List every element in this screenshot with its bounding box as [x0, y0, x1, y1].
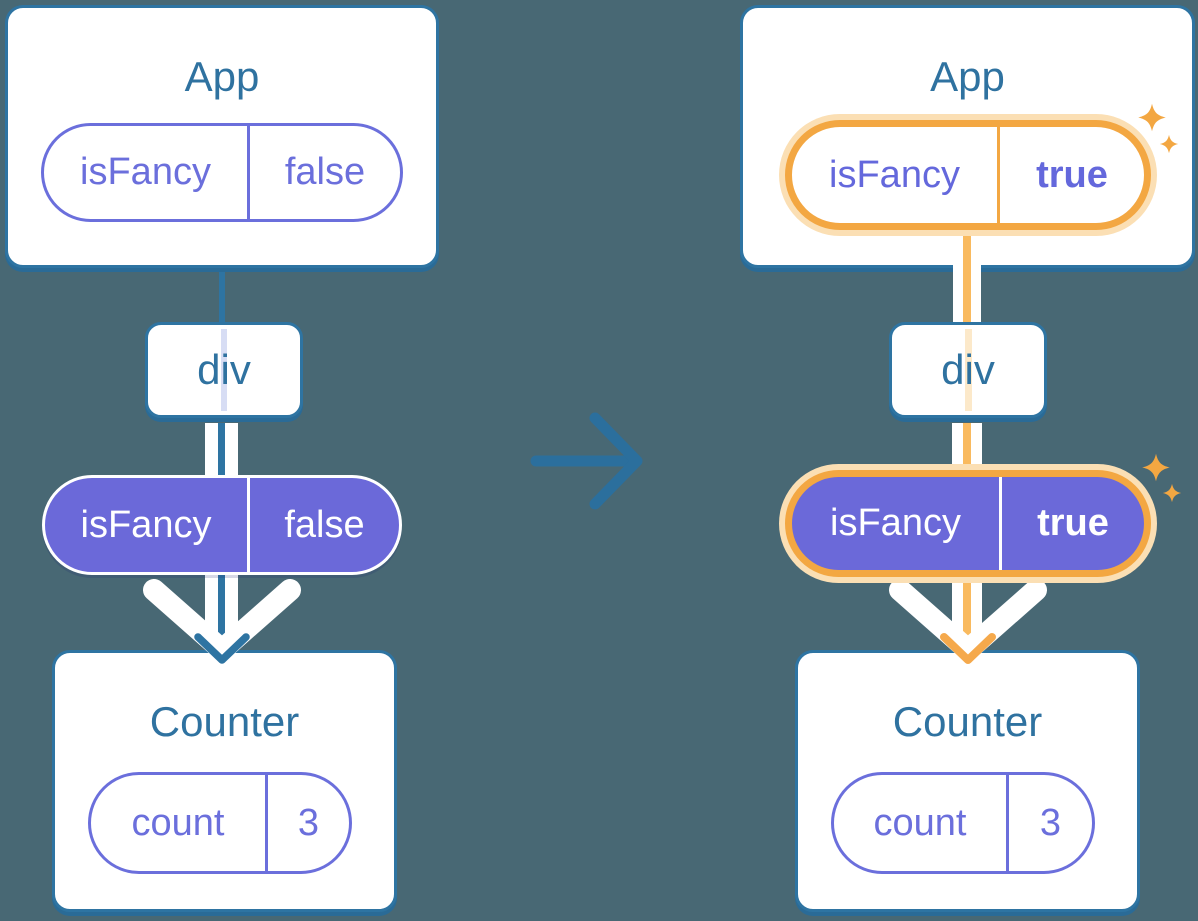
pill-divider	[247, 126, 250, 219]
div-node: div	[889, 322, 1047, 418]
connector-line-white	[971, 423, 982, 482]
arrow-down-icon	[889, 579, 1047, 661]
pill-divider	[247, 478, 250, 572]
app-title: App	[184, 53, 260, 100]
prop-name: isFancy	[80, 151, 211, 193]
sparkle-icon	[1162, 483, 1182, 503]
prop-name: isFancy	[80, 503, 212, 546]
connector-line	[218, 423, 225, 476]
count-pill: count 3	[88, 772, 352, 874]
prop-name: count	[131, 801, 225, 844]
counter-card: Counter count 3	[52, 650, 397, 912]
connector-line	[219, 262, 225, 324]
prop-value: false	[284, 151, 366, 193]
count-pill: count 3	[831, 772, 1095, 874]
connector-line	[218, 572, 225, 650]
arrowhead-icon	[194, 633, 250, 664]
connector-line-white	[952, 578, 963, 640]
prop-value: 3	[297, 801, 320, 844]
transition-arrow-icon	[530, 412, 643, 510]
connector-line-white	[971, 230, 981, 322]
connector-line-white	[225, 572, 238, 638]
div-label: div	[197, 346, 251, 393]
sparkle-icon	[1142, 453, 1170, 482]
connector-line-white	[953, 230, 963, 322]
state-prop-pill-highlighted: isFancy true	[785, 470, 1151, 577]
counter-card: Counter count 3	[795, 650, 1140, 912]
sparkle-icon	[1159, 134, 1179, 154]
counter-title: Counter	[892, 698, 1043, 745]
connector-line-orange	[963, 578, 971, 650]
connector-line-white	[205, 423, 218, 476]
app-prop-pill-highlighted: isFancy true	[785, 120, 1151, 230]
arrowhead-icon	[940, 633, 996, 664]
prop-value: 3	[1039, 801, 1062, 844]
sparkle-icon	[1138, 103, 1166, 132]
app-prop-pill: isFancy false	[41, 123, 403, 222]
connector-line-orange	[963, 230, 971, 322]
arrow-down-icon	[143, 579, 301, 661]
div-node: div	[145, 322, 303, 418]
pill-divider	[265, 775, 268, 871]
pill-divider	[999, 477, 1002, 570]
counter-title: Counter	[149, 698, 300, 745]
prop-name: isFancy	[829, 153, 960, 196]
connector-line-white	[971, 578, 982, 640]
prop-value: true	[1037, 502, 1109, 544]
state-passthrough-line	[964, 329, 972, 411]
prop-name: count	[873, 801, 967, 844]
prop-value: true	[1036, 153, 1108, 196]
connector-line-white	[952, 423, 963, 482]
state-prop-pill: isFancy false	[42, 475, 402, 575]
prop-name: isFancy	[830, 502, 961, 544]
connector-line-orange	[963, 423, 971, 482]
pill-divider	[1006, 775, 1009, 871]
prop-value: false	[284, 503, 365, 546]
connector-line-white	[205, 572, 218, 638]
app-title: App	[930, 53, 1005, 100]
state-passthrough-line	[221, 329, 227, 411]
div-label: div	[941, 346, 995, 393]
pill-divider	[997, 127, 1000, 223]
connector-line-white	[225, 423, 238, 476]
